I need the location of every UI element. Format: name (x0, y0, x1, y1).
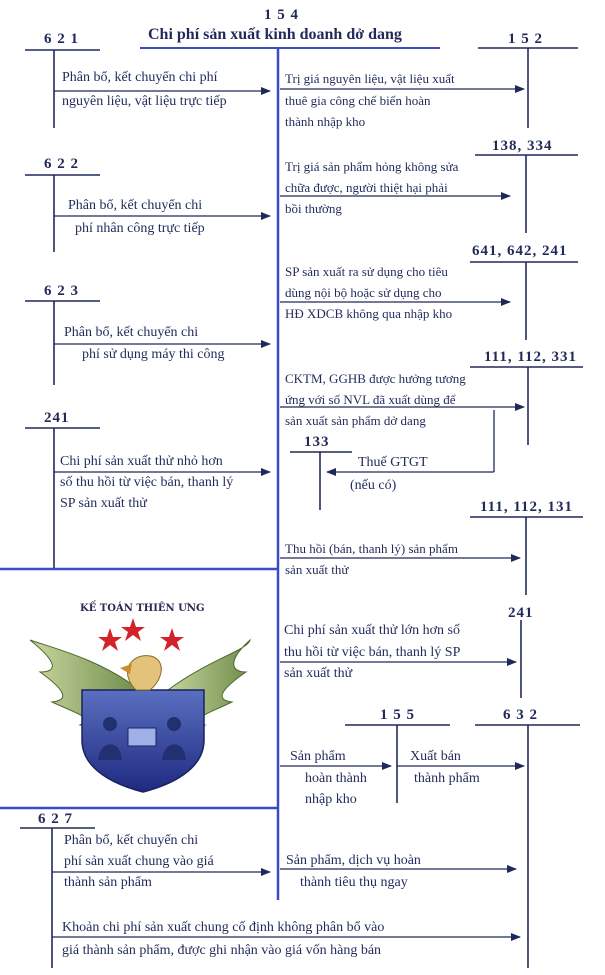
acc641-desc-line2: dùng nội bộ hoặc sử dụng cho (285, 285, 442, 300)
acc641-desc-line1: SP sản xuất ra sử dụng cho tiêu (285, 264, 448, 279)
acc621-desc-line2: nguyên liệu, vật liệu trực tiếp (62, 94, 227, 109)
acc241-left-desc-line2: số thu hồi từ việc bán, thanh lý (60, 475, 234, 490)
acc627-desc-line2: phí sản xuất chung vào giá (64, 854, 214, 869)
acc622-code: 6 2 2 (44, 156, 79, 172)
acc155-desc-line3: nhập kho (305, 792, 357, 807)
vat-label-line2: (nếu có) (350, 478, 397, 493)
acc155-desc-line1: Sản phẩm (290, 749, 346, 764)
bottom-desc-line2: giá thành sản phẩm, được ghi nhận vào gi… (62, 943, 382, 958)
acc641-code: 641, 642, 241 (472, 243, 568, 259)
acc632-code: 6 3 2 (503, 707, 538, 723)
acc111-331-desc-line3: sản xuất sản phẩm dở dang (285, 413, 426, 428)
acc152-desc-line2: thuê gia công chế biến hoàn (285, 93, 431, 108)
logo-eagle-head (127, 655, 162, 691)
acc138-code: 138, 334 (492, 138, 553, 154)
acc111-131-code: 111, 112, 131 (480, 499, 574, 515)
acc111-331-desc-line2: ứng với số NVL đã xuất dùng để (285, 392, 456, 407)
acc627-desc-line3: thành sản phẩm (64, 875, 152, 890)
logo-emblem (29, 618, 251, 793)
logo-monitor (127, 727, 157, 747)
acc241-right-desc-line3: sản xuất thử (284, 666, 353, 681)
acc111-131-desc-line1: Thu hồi (bán, thanh lý) sản phẩm (285, 541, 458, 556)
acc138-desc-line3: bồi thường (285, 201, 342, 216)
acc154-code: 1 5 4 (264, 7, 299, 23)
acc632-desc-line1: Sản phẩm, dịch vụ hoàn (286, 853, 421, 868)
acc111-331-desc-line1: CKTM, GGHB được hưởng tương (285, 371, 466, 386)
acc241-right-desc-line1: Chi phí sản xuất thử lớn hơn số (284, 623, 461, 638)
acc241-left-desc-line3: SP sản xuất thử (60, 496, 147, 511)
acc133-code: 133 (304, 434, 330, 450)
logo-person-right-body (162, 744, 186, 760)
acc627-code: 6 2 7 (38, 811, 73, 827)
sale-label-line1: Xuất bán (410, 749, 461, 764)
acc623-code: 6 2 3 (44, 283, 79, 299)
acc155-desc-line2: hoàn thành (305, 771, 367, 786)
acc154-title: Chi phí sản xuất kinh doanh dở dang (148, 26, 402, 43)
acc621-desc-line1: Phân bổ, kết chuyển chi phí (62, 70, 218, 85)
logo-star-center (121, 618, 145, 641)
acc111-131-desc-line2: sản xuất thử (285, 562, 349, 577)
acc622-desc-line1: Phân bổ, kết chuyển chi (68, 198, 203, 213)
acc155-code: 1 5 5 (380, 707, 415, 723)
logo-person-left-body (98, 744, 122, 760)
vat-label-line1: Thuế GTGT (358, 455, 428, 470)
acc632-desc-line2: thành tiêu thụ ngay (300, 875, 408, 890)
logo-person-left (103, 717, 117, 731)
acc627-desc-line1: Phân bổ, kết chuyển chi (64, 833, 199, 848)
acc621-code: 6 2 1 (44, 31, 79, 47)
acc152-desc-line1: Trị giá nguyên liệu, vật liệu xuất (285, 71, 455, 86)
logo-star-right (160, 628, 184, 651)
acc241-right-code: 241 (508, 605, 534, 621)
logo-star-left (98, 628, 122, 651)
acc241-left-code: 241 (44, 410, 70, 426)
acc111-331-code: 111, 112, 331 (484, 349, 578, 365)
acc641-desc-line3: HĐ XDCB không qua nhập kho (285, 306, 453, 321)
acc622-desc-line2: phí nhân công trực tiếp (75, 221, 205, 236)
acc152-code: 1 5 2 (508, 31, 543, 47)
bottom-desc-line1: Khoản chi phí sản xuất chung cố định khô… (62, 920, 385, 935)
acc241-left-desc-line1: Chi phí sản xuất thử nhỏ hơn (60, 454, 223, 469)
acc623-desc-line2: phí sử dụng máy thi công (82, 347, 225, 362)
logo-text: KẾ TOÁN THIÊN ƯNG (80, 603, 205, 614)
acc138-desc-line1: Trị giá sản phẩm hỏng không sửa (285, 159, 459, 174)
acc152-desc-line3: thành nhập kho (285, 114, 366, 129)
logo-eagle-beak (120, 664, 132, 674)
acc241-right-desc-line2: thu hồi từ việc bán, thanh lý SP (284, 645, 461, 660)
logo-person-right (167, 717, 181, 731)
sale-label-line2: thành phẩm (414, 771, 480, 786)
acc623-desc-line1: Phân bổ, kết chuyển chi (64, 325, 199, 340)
acc138-desc-line2: chữa được, người thiệt hại phải (285, 180, 448, 195)
